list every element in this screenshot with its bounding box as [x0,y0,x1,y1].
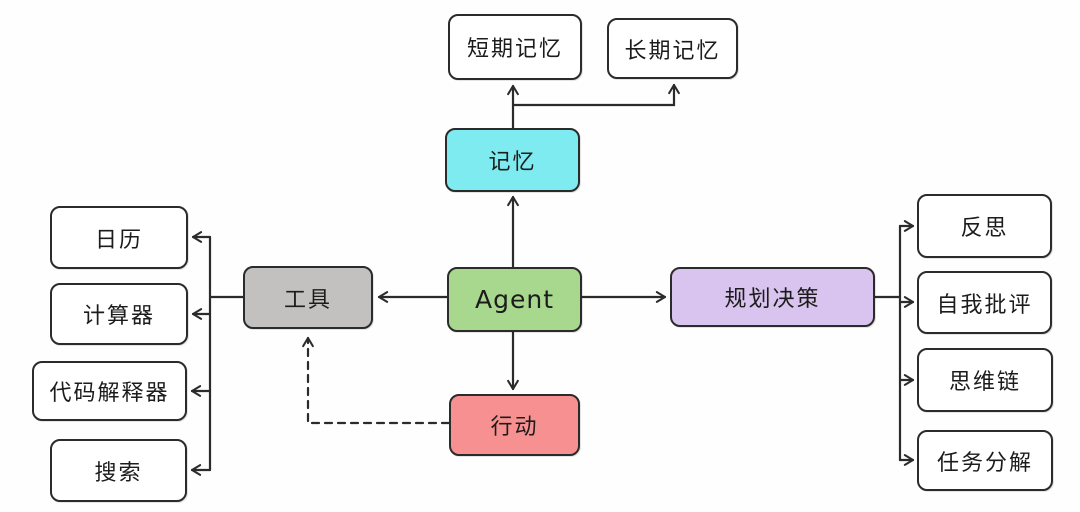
node-action: 行动 [449,394,580,456]
node-task-decomposition: 任务分解 [917,430,1053,491]
edge-planning-trunk [873,224,902,462]
node-chain-of-thought: 思维链 [917,348,1053,412]
edge-action-to-tools-dashed [302,336,451,425]
node-short-term-memory: 短期记忆 [448,14,582,80]
node-long-term-memory: 长期记忆 [607,18,738,79]
node-reflection: 反思 [917,194,1052,258]
node-search: 搜索 [50,439,187,502]
node-memory: 记忆 [445,128,580,192]
node-calculator: 计算器 [50,283,188,345]
node-planning: 规划决策 [670,267,875,327]
edge-tools-trunk [208,235,245,472]
node-agent: Agent [447,267,582,332]
node-tools: 工具 [243,266,373,329]
node-calendar: 日历 [50,206,188,269]
node-code-interpreter: 代码解释器 [32,361,187,421]
node-self-criticism: 自我批评 [917,271,1052,334]
edge-memory-to-long-term [511,83,680,107]
